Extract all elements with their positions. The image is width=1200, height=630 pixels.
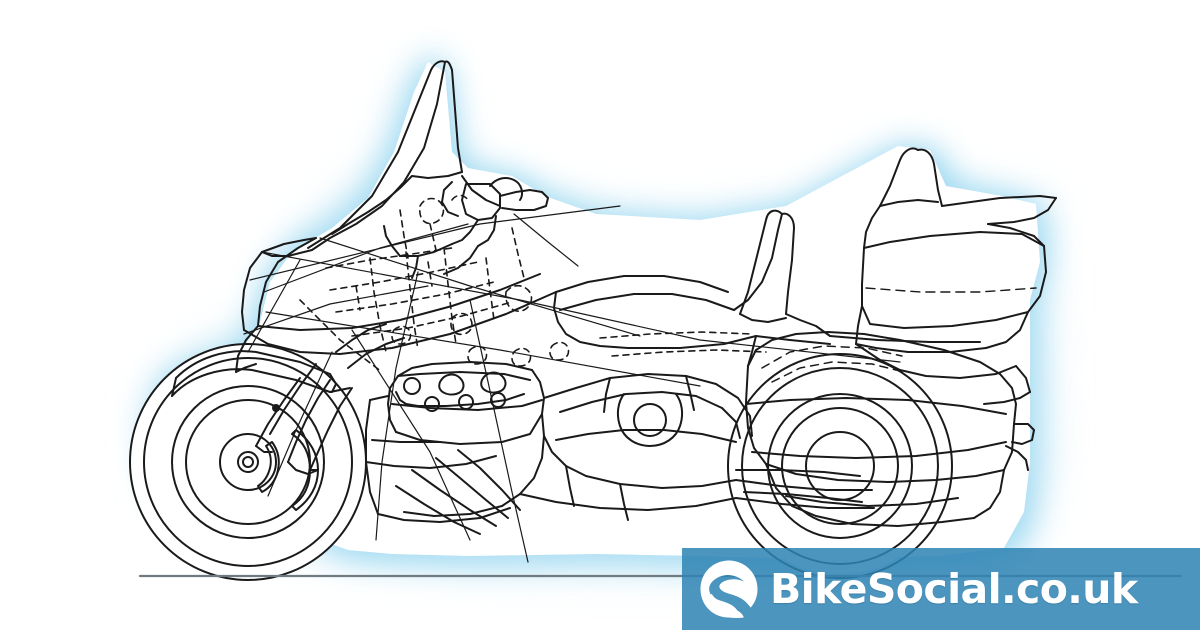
pannier-hidden-lines: [761, 345, 905, 383]
hidden-detail-lines: [299, 194, 767, 373]
front-brake-disc: [257, 429, 319, 511]
winding-road-logo-icon: [700, 560, 758, 618]
swingarm: [735, 469, 863, 503]
construction-lines: [243, 205, 901, 563]
rear-bracket: [1005, 423, 1035, 471]
rider-seat: [553, 213, 783, 349]
passenger-backrest: [739, 209, 831, 337]
pannier: [745, 331, 1017, 483]
watermark-brand-text: BikeSocial.co.uk: [770, 564, 1138, 613]
bikesocial-watermark-banner[interactable]: BikeSocial.co.uk: [682, 548, 1200, 630]
lower-fairing: [365, 395, 545, 535]
engine-cylinder-head: [387, 361, 545, 445]
windscreen: [261, 60, 463, 257]
front-fairing: [235, 175, 557, 373]
top-box-seam: [865, 287, 1037, 293]
bodywork-fill: [130, 62, 1040, 580]
rear-wheel: [727, 353, 953, 579]
exhaust: [735, 479, 875, 509]
line-art: [129, 60, 1182, 581]
